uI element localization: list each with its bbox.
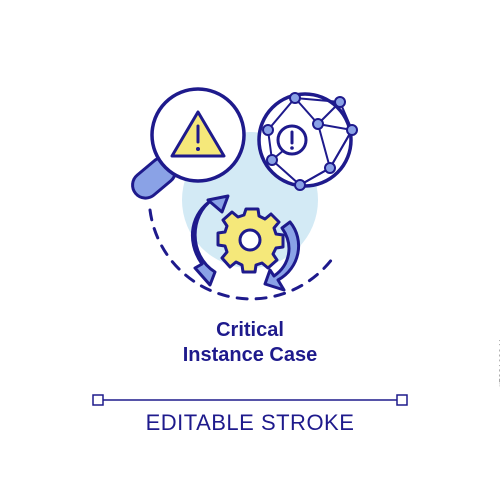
warning-magnifier-icon — [131, 87, 246, 200]
editable-stroke-label: EDITABLE STROKE — [145, 410, 355, 435]
editable-stroke-guide — [92, 394, 408, 406]
gear-refresh-icon — [190, 194, 300, 292]
network-globe-icon — [257, 92, 358, 191]
dashed-arc — [148, 208, 337, 301]
title-line-2: Instance Case — [182, 344, 318, 366]
title-line-1: Critical — [216, 319, 284, 341]
